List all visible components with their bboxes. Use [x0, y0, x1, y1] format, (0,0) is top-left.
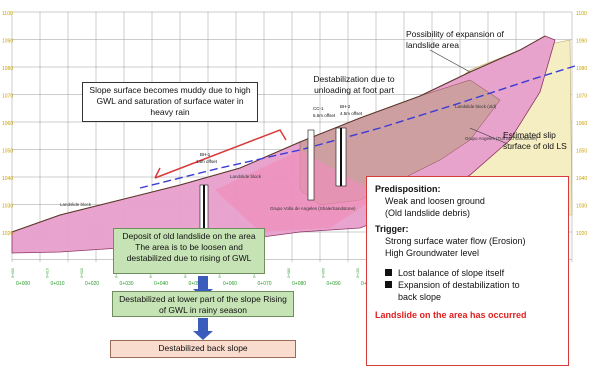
station-label: 0+040 [154, 281, 168, 287]
box-lower-part-destabilized: Destabilized at lower part of the slope … [112, 291, 294, 317]
label-grupo-right: Grupo Angeles (Tuff and sandstone) [465, 136, 538, 141]
label-landslide-block-mid: Landslide block [230, 174, 262, 179]
label-offset-mid2: 4.5m offset [340, 111, 363, 116]
left-tick-label: 1040 [2, 176, 13, 182]
callout-expansion: Possibility of expansion of landslide ar… [406, 29, 504, 50]
label-offset-mid: 6.5m offset [313, 113, 336, 118]
bottom-tick-label: 0+020 [80, 268, 84, 278]
muddy-zone-outline [154, 129, 287, 179]
left-tick-label: 1030 [2, 204, 13, 210]
callout-estimated-slip: Estimated slip surface of old LS [503, 130, 567, 151]
bottom-tick-label: 0+090 [322, 268, 326, 278]
left-tick-label: 1060 [2, 121, 13, 127]
lower-wedge [215, 150, 380, 232]
left-tick-label: 1050 [2, 149, 13, 155]
station-label: 0+090 [327, 281, 341, 287]
right-tick-label: 1060 [576, 121, 587, 127]
trigger-line-1: Strong surface water flow (Erosion) [385, 236, 526, 246]
label-bh-left: BH-1 [200, 152, 211, 157]
callout-destabilization-unloading: Destabilization due to unloading at foot… [313, 74, 395, 95]
label-bh-mid: BH-2 [340, 104, 351, 109]
trigger-line-2: High Groundwater level [385, 248, 480, 258]
right-tick-label: 1020 [576, 231, 587, 237]
ground-surface-line [11, 35, 546, 233]
station-label: 0+070 [258, 281, 272, 287]
leader-slip [469, 127, 511, 146]
callout-muddy-surface: Slope surface becomes muddy due to high … [82, 82, 258, 122]
left-tick-label: 1080 [2, 66, 13, 72]
bullet-2: Expansion of destabilization to [375, 279, 560, 291]
bullet-1-text: Lost balance of slope itself [398, 268, 505, 278]
estimated-slip-surface-line [139, 65, 576, 189]
muddy-zone-edge [154, 167, 161, 179]
label-grupo-vola: Grupo Volla de Angeles (Shale/Sandstone) [270, 206, 356, 211]
bottom-tick-label: 0+100 [356, 268, 360, 278]
bullet-1: Lost balance of slope itself [375, 267, 560, 279]
left-tick-label: 1070 [2, 94, 13, 100]
bottom-tick-label: 0+080 [287, 268, 291, 278]
station-label: 0+060 [223, 281, 237, 287]
right-tick-label: 1100 [576, 11, 587, 17]
bottom-tick-label: 0+010 [46, 268, 50, 278]
station-label: 0+050 [189, 281, 203, 287]
label-offset-left: 14m offset [196, 159, 218, 164]
bottom-tick-label: 0+000 [11, 268, 15, 278]
down-arrow-2 [193, 318, 213, 340]
square-bullet-icon [385, 281, 392, 288]
station-label: 0+030 [120, 281, 134, 287]
square-bullet-icon [385, 269, 392, 276]
station-label: 0+010 [51, 281, 65, 287]
bullet-2-text: Expansion of destabilization to [398, 280, 520, 290]
left-tick-label: 1090 [2, 39, 13, 45]
predisposition-title: Predisposition: [375, 184, 441, 194]
label-cc-left: CC-1 [313, 106, 324, 111]
label-landslide-block-left: Landslide block [60, 202, 92, 207]
leader-expansion [429, 49, 471, 73]
station-labels: 0+000 0+010 0+020 0+030 0+040 0+050 0+060 0+070… [16, 281, 375, 287]
right-tick-label: 1030 [576, 204, 587, 210]
predisposition-line-2: (Old landslide debris) [385, 208, 471, 218]
right-tick-label: 1080 [576, 66, 587, 72]
right-tick-label: 1070 [576, 94, 587, 100]
left-tick-label: 1020 [2, 231, 13, 237]
borehole-mid [307, 127, 347, 201]
box-back-slope: Destabilized back slope [110, 340, 296, 358]
trigger-title: Trigger: [375, 224, 409, 234]
station-label: 0+000 [16, 281, 30, 287]
bullet-2-continuation: back slope [398, 292, 442, 302]
box-deposit-old-landslide: Deposit of old landslide on the area The… [113, 228, 265, 274]
left-tick-label: 1100 [2, 11, 13, 17]
left-elevation-ticks: 1100 1090 1080 1070 1060 1050 1040 1030 1020 [2, 11, 13, 237]
predisposition-line-1: Weak and loosen ground [385, 196, 485, 206]
right-tick-label: 1050 [576, 149, 587, 155]
station-label: 0+080 [292, 281, 306, 287]
summary-box: Predisposition: Weak and loosen ground (… [366, 176, 569, 366]
right-elevation-ticks: 1100 1090 1080 1070 1060 1050 1040 1030 1020 [576, 11, 587, 237]
label-landslide-block-right: Landslide block (old) [455, 104, 497, 109]
conclusion-text: Landslide on the area has occurred [375, 310, 527, 320]
station-label: 0+020 [85, 281, 99, 287]
right-tick-label: 1040 [576, 176, 587, 182]
right-tick-label: 1090 [576, 39, 587, 45]
